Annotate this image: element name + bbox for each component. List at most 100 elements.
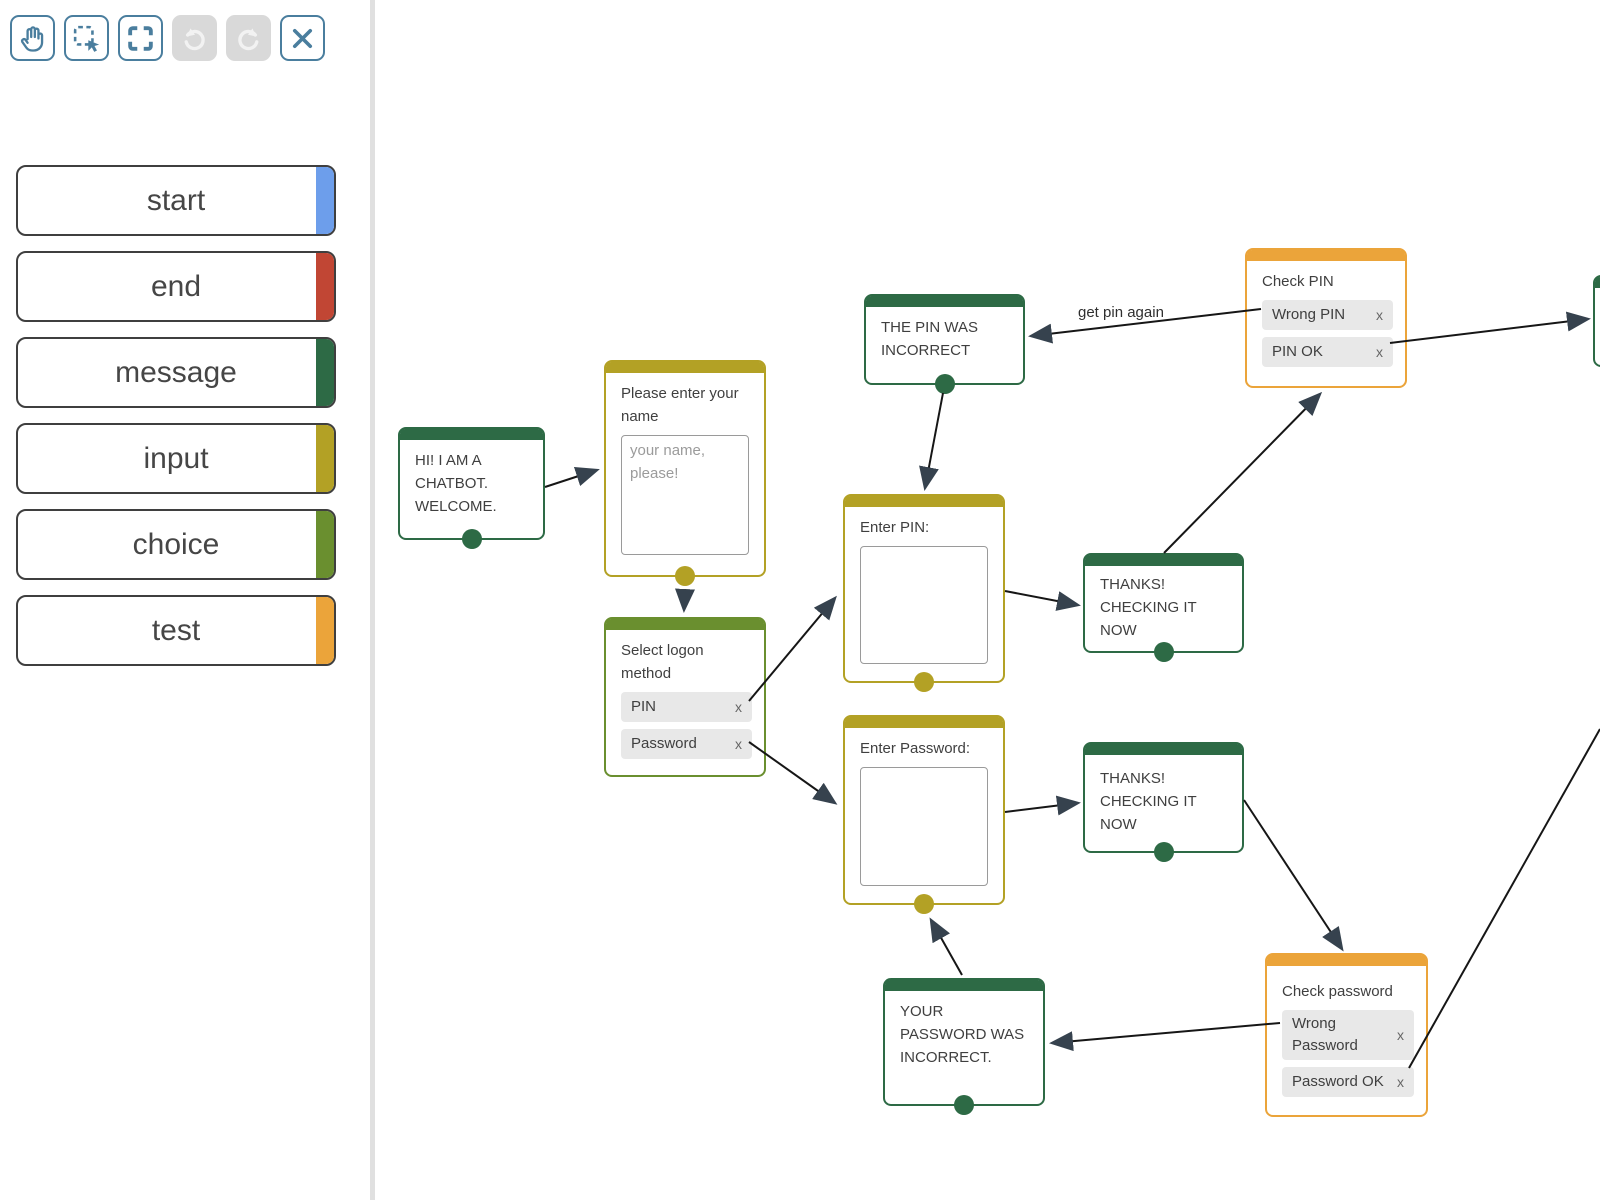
node-text-line: INCORRECT.	[900, 1049, 992, 1066]
palette-item-label: input	[143, 441, 209, 475]
node-label: Check password	[1282, 983, 1393, 1000]
node-label: Enter PIN:	[860, 519, 930, 536]
node-text-line: CHECKING IT	[1100, 599, 1197, 616]
output-port[interactable]	[1153, 642, 1174, 662]
node-palette: start end message input choice test	[16, 165, 336, 681]
palette-item-end[interactable]: end	[16, 251, 336, 322]
palette-item-label: test	[151, 613, 201, 647]
output-port[interactable]	[914, 894, 934, 914]
node-thanks-password-message[interactable]: THANKS! CHECKING IT NOW	[1083, 742, 1244, 862]
close-button[interactable]	[280, 15, 325, 61]
node-text-line: CHATBOT.	[415, 475, 489, 492]
pin-textarea[interactable]	[860, 546, 988, 664]
node-title-bar	[400, 429, 543, 440]
node-check-pin-test[interactable]: Check PIN Wrong PIN x PIN OK x	[1245, 248, 1407, 388]
redo-icon	[238, 27, 259, 50]
edge-label-get-pin-again: get pin again	[1078, 304, 1164, 321]
output-port[interactable]	[954, 1095, 974, 1115]
node-title-bar	[606, 619, 764, 630]
undo-button[interactable]	[172, 15, 217, 61]
end-color-tab	[316, 253, 334, 320]
node-label-line: Please enter your	[621, 385, 739, 402]
marquee-select-icon	[73, 25, 100, 52]
marquee-select-button[interactable]	[64, 15, 109, 61]
delete-item-icon[interactable]: x	[735, 698, 742, 715]
delete-item-icon[interactable]: x	[1397, 1073, 1404, 1090]
palette-item-label: end	[150, 269, 202, 303]
node-label-line: name	[621, 408, 659, 425]
toolbar	[10, 15, 325, 61]
node-check-password-test[interactable]: Check password Wrong Password x Password…	[1265, 953, 1428, 1117]
node-label-line: method	[621, 665, 672, 682]
redo-button[interactable]	[226, 15, 271, 61]
delete-item-icon[interactable]: x	[1376, 306, 1383, 323]
delete-item-icon[interactable]: x	[1376, 343, 1383, 360]
node-title-bar	[1085, 555, 1242, 566]
choice-item-password[interactable]: Password x	[621, 729, 752, 759]
palette-item-input[interactable]: input	[16, 423, 336, 494]
node-text-line: INCORRECT	[881, 342, 971, 359]
node-enter-pin-input[interactable]: Enter PIN:	[843, 494, 1005, 692]
message-color-tab	[316, 339, 334, 406]
node-select-logon-choice[interactable]: Select logon method PIN x Password x	[604, 617, 766, 777]
test-item-pin-ok[interactable]: PIN OK x	[1262, 337, 1393, 367]
output-port[interactable]	[1153, 842, 1174, 862]
fit-view-icon	[128, 25, 153, 51]
palette-item-label: start	[146, 183, 206, 217]
node-title-bar	[1267, 955, 1426, 966]
node-text-line: NOW	[1100, 622, 1137, 639]
node-enter-password-input[interactable]: Enter Password:	[843, 715, 1005, 914]
test-item-wrong-pin[interactable]: Wrong PIN x	[1262, 300, 1393, 330]
hand-icon	[20, 25, 44, 52]
delete-item-icon[interactable]: x	[1397, 1026, 1404, 1043]
palette-item-label: message	[115, 355, 237, 389]
output-port[interactable]	[914, 672, 934, 692]
node-text-line: CHECKING IT	[1100, 793, 1197, 810]
node-title-bar	[845, 717, 1003, 728]
output-port[interactable]	[461, 529, 482, 549]
palette-item-label: choice	[132, 527, 220, 561]
node-label: Enter Password:	[860, 740, 971, 757]
node-offscreen-partial[interactable]	[1593, 275, 1600, 367]
node-title-bar	[1085, 744, 1242, 755]
node-text-line: YOUR	[900, 1003, 944, 1020]
node-text-line: HI! I AM A	[415, 452, 482, 469]
node-text-line: WELCOME.	[415, 498, 497, 515]
start-color-tab	[316, 167, 334, 234]
node-pin-incorrect-message[interactable]: THE PIN WAS INCORRECT	[864, 294, 1025, 394]
node-title-bar	[845, 496, 1003, 507]
palette-item-test[interactable]: test	[16, 595, 336, 666]
node-thanks-pin-message[interactable]: THANKS! CHECKING IT NOW	[1083, 553, 1244, 662]
close-icon	[292, 28, 313, 48]
choice-color-tab	[316, 511, 334, 578]
test-item-password-ok[interactable]: Password OK x	[1282, 1067, 1414, 1097]
test-item-wrong-password[interactable]: Wrong Password x	[1282, 1010, 1414, 1060]
node-text-line: THE PIN WAS	[881, 319, 978, 336]
password-textarea[interactable]	[860, 767, 988, 886]
palette-item-start[interactable]: start	[16, 165, 336, 236]
pan-tool-button[interactable]	[10, 15, 55, 61]
node-title-bar	[1247, 250, 1405, 261]
node-title-bar	[606, 362, 764, 373]
sidebar: start end message input choice test	[0, 0, 375, 1200]
node-text-line: THANKS!	[1100, 576, 1166, 593]
node-label-line: Select logon	[621, 642, 704, 659]
delete-item-icon[interactable]: x	[735, 735, 742, 752]
undo-icon	[184, 27, 205, 50]
node-title-bar	[866, 296, 1023, 307]
node-text-line: THANKS!	[1100, 770, 1166, 787]
node-ask-name-input[interactable]: Please enter your name	[604, 360, 766, 586]
node-password-incorrect-message[interactable]: YOUR PASSWORD WAS INCORRECT.	[883, 978, 1045, 1115]
fit-view-button[interactable]	[118, 15, 163, 61]
palette-item-choice[interactable]: choice	[16, 509, 336, 580]
name-textarea[interactable]	[621, 435, 749, 555]
node-welcome-message[interactable]: HI! I AM A CHATBOT. WELCOME.	[398, 427, 545, 549]
palette-item-message[interactable]: message	[16, 337, 336, 408]
output-port[interactable]	[675, 566, 695, 586]
output-port[interactable]	[934, 374, 955, 394]
node-title-bar	[1595, 277, 1600, 288]
node-title-bar	[885, 980, 1043, 991]
choice-item-pin[interactable]: PIN x	[621, 692, 752, 722]
